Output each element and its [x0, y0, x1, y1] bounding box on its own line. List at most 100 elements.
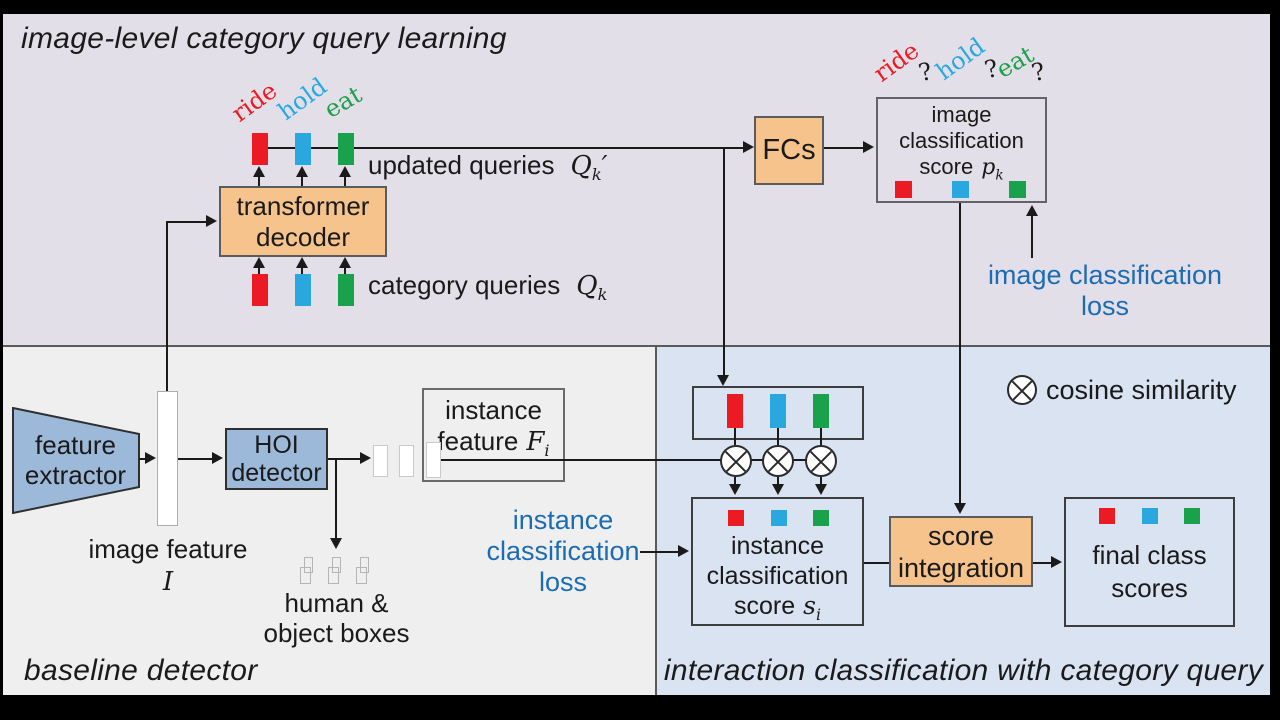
cosine-similarity-icon-3 [805, 445, 837, 477]
final-score-square-green [1184, 508, 1200, 524]
label-eat-question: eat ? [992, 40, 1049, 87]
inst-score-square-blue [771, 510, 787, 526]
arrowhead-up-3 [339, 166, 351, 177]
inst-score-line1: instance [730, 532, 825, 560]
arrowhead-into-instance-score-box [678, 545, 689, 557]
bounding-box-icon-3 [356, 557, 372, 587]
category-query-bar-green [338, 274, 354, 306]
img-score-square-blue [952, 181, 969, 198]
final-scores-line2: scores [1111, 573, 1188, 603]
connector-feature-to-decoder-h [166, 221, 206, 223]
img-cls-line1: image [931, 102, 992, 127]
cosine-similarity-icon-2 [762, 445, 794, 477]
connector-circle-score-3 [820, 477, 822, 485]
connector-fcs-to-score [824, 147, 864, 149]
title-interaction-classification: interaction classification with category… [663, 654, 1263, 687]
connector-catq-1 [258, 266, 260, 274]
transformer-decoder-box: transformer decoder [219, 186, 387, 257]
connector-decoder-up-2 [301, 175, 303, 186]
connector-bar-circle-3 [820, 428, 822, 445]
connector-updated-queries [254, 147, 746, 149]
right-query-bar-green [813, 394, 829, 428]
bounding-box-icon-2 [328, 557, 344, 587]
connector-hoi-out [328, 458, 362, 460]
label-eat: eat [320, 80, 367, 123]
connector-catq-3 [344, 266, 346, 274]
human-object-boxes-label: human & object boxes [246, 588, 427, 648]
human-object-line1: human & [284, 588, 389, 618]
arrowhead-into-instance-bars [360, 452, 371, 464]
updated-queries-text: updated queries [368, 150, 555, 180]
feature-extractor-line1: feature [35, 430, 116, 460]
updated-query-bar-red [252, 133, 268, 165]
final-scores-line1: final class [1092, 540, 1207, 570]
inst-loss-line3: loss [538, 567, 587, 597]
instance-feature-box: instance feature Fi [422, 388, 565, 482]
connector-decoder-up-1 [258, 175, 260, 186]
inst-score-line3: score si [734, 591, 821, 624]
title-image-level-category-query-learning: image-level category query learning [21, 22, 507, 55]
feature-extractor-label: feature extractor [12, 407, 139, 513]
arrowhead-score-1 [729, 484, 741, 495]
img-cls-line3: score pk [919, 154, 1004, 184]
human-object-line2: object boxes [263, 618, 410, 648]
instance-bar-1 [373, 445, 388, 477]
arrowhead-catq-2 [296, 257, 308, 268]
arrowhead-catq-3 [339, 257, 351, 268]
label-ride: ride [226, 76, 282, 127]
decoder-line1: transformer [236, 190, 370, 221]
inst-loss-line2: classification [486, 536, 640, 566]
arrowhead-into-human-object-boxes [330, 538, 342, 549]
arrowhead-into-hoi [212, 452, 223, 464]
arrowhead-into-final-scores [1051, 556, 1062, 568]
instance-classification-loss-label: instance classification loss [468, 505, 658, 598]
score-integration-line2: integration [897, 552, 1025, 583]
decoder-line2: decoder [256, 221, 350, 252]
inst-score-line2: classification [706, 562, 849, 590]
category-queries-math: Qk [576, 271, 608, 305]
bounding-box-icon-1 [300, 557, 316, 587]
right-query-bar-blue [770, 394, 786, 428]
label-ride-question: ride ? [868, 36, 934, 87]
panel-divider-horizontal [3, 345, 1270, 347]
cosine-similarity-legend-icon [1007, 375, 1037, 405]
img-cls-line2: classification [899, 128, 1024, 153]
fcs-box: FCs [754, 116, 824, 185]
arrowhead-into-decoder [206, 215, 217, 227]
connector-bar-to-hoi [178, 458, 214, 460]
image-classification-loss-label: image classification loss [959, 260, 1251, 322]
image-feature-math: I [162, 567, 174, 597]
connector-bar-circle-2 [777, 428, 779, 445]
hoi-line2: detector [231, 459, 322, 487]
hoi-line1: HOI [254, 431, 299, 459]
arrowhead-into-image-feature [145, 452, 156, 464]
connector-imgscore-to-integration [959, 203, 961, 503]
final-score-square-blue [1142, 508, 1158, 524]
feature-extractor-shape [12, 407, 140, 514]
connector-circle-score-2 [777, 477, 779, 485]
arrowhead-into-queries-box [717, 375, 729, 386]
hoi-detector-box: HOI detector [225, 428, 328, 490]
connector-feature-to-decoder-v [166, 221, 168, 391]
arrowhead-score-2 [772, 484, 784, 495]
instance-feature-line2: feature Fi [437, 426, 550, 461]
arrowhead-up-1 [253, 166, 265, 177]
updated-query-bar-green [338, 133, 354, 165]
category-query-bar-red [252, 274, 268, 306]
connector-bar-circle-1 [734, 428, 736, 445]
img-loss-line2: loss [1080, 291, 1129, 321]
title-baseline-detector: baseline detector [24, 654, 258, 687]
arrowhead-loss-to-imgscore [1026, 205, 1038, 216]
image-feature-bar [157, 391, 178, 526]
category-query-bar-blue [295, 274, 311, 306]
cosine-similarity-legend-label: cosine similarity [1046, 375, 1237, 405]
cosine-similarity-icon-1 [720, 445, 752, 477]
category-queries-text: category queries [368, 270, 561, 300]
label-hold-question: hold ? [931, 32, 1001, 86]
img-loss-line1: image classification [987, 260, 1223, 290]
img-score-square-red [895, 181, 912, 198]
fcs-label: FCs [762, 134, 816, 166]
connector-instance-feature-line [441, 459, 821, 461]
arrowhead-into-fcs [743, 141, 754, 153]
